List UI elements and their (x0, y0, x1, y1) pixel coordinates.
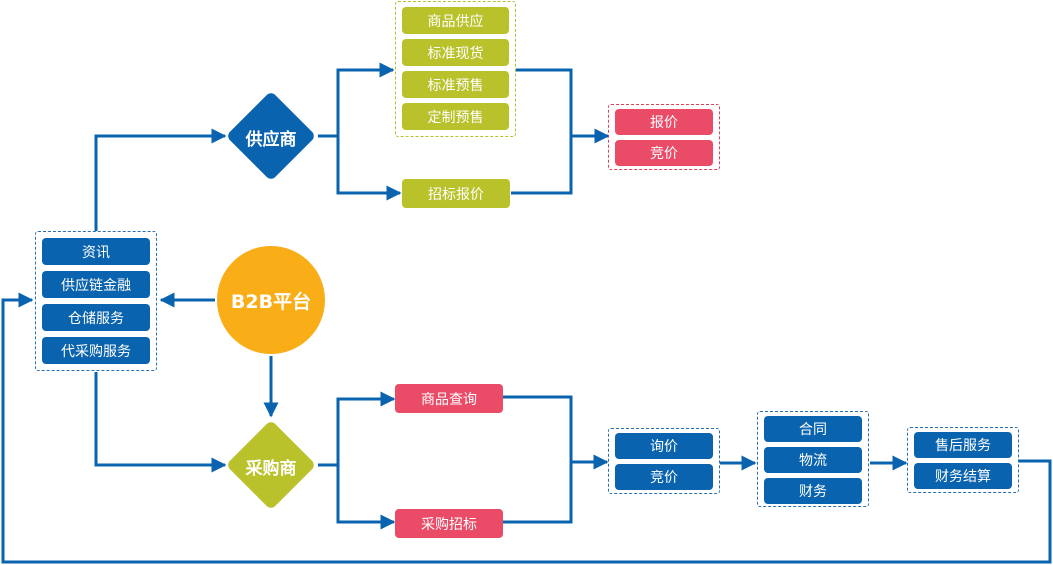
pricing-inquiry: 询价 (615, 433, 713, 459)
transaction-group: 合同 物流 财务 (757, 411, 869, 507)
line-buyer-tender (336, 465, 396, 530)
transaction-logistics: 物流 (764, 447, 862, 473)
line-services-to-buyer (94, 372, 227, 473)
line-buyer-query (318, 391, 396, 467)
supplier-label: 供应商 (245, 130, 297, 150)
line-tender-merge (511, 136, 573, 195)
pricing-bid-buyer: 竞价 (615, 464, 713, 490)
line-feedback-loop (1, 292, 1052, 564)
service-info: 资讯 (42, 238, 150, 265)
offer-product-supply: 商品供应 (402, 7, 509, 34)
line-supplier-branch (318, 62, 395, 138)
line-offers-merge (516, 68, 610, 144)
supplier-tender-bid: 招标报价 (402, 179, 510, 208)
line-supplier-tender (336, 136, 402, 201)
supplier-pricing-group: 报价 竞价 (608, 104, 720, 170)
service-warehousing: 仓储服务 (42, 304, 150, 331)
offer-standard-stock: 标准现货 (402, 39, 509, 66)
buyer-procurement-tender: 采购招标 (395, 509, 503, 538)
offer-custom-presale: 定制预售 (402, 103, 509, 130)
buyer-label: 采购商 (245, 459, 297, 479)
after-sales-service: 售后服务 (914, 432, 1012, 458)
service-procurement-agent: 代采购服务 (42, 337, 150, 364)
services-group: 资讯 供应链金融 仓储服务 代采购服务 (35, 231, 157, 371)
service-supply-chain-finance: 供应链金融 (42, 271, 150, 298)
line-tender-merge-buyer (503, 462, 573, 524)
transaction-finance: 财务 (764, 478, 862, 504)
platform-node: B2B平台 (217, 246, 325, 354)
pricing-bid: 竞价 (615, 140, 713, 166)
buyer-pricing-group: 询价 竞价 (608, 428, 720, 494)
line-services-to-supplier (94, 128, 227, 231)
transaction-contract: 合同 (764, 416, 862, 442)
supplier-offers-group: 商品供应 标准现货 标准预售 定制预售 (395, 1, 516, 137)
offer-standard-presale: 标准预售 (402, 71, 509, 98)
buyer-product-query: 商品查询 (395, 384, 503, 413)
line-query-merge (503, 395, 609, 470)
after-sales-group: 售后服务 财务结算 (907, 427, 1019, 493)
pricing-quote: 报价 (615, 109, 713, 135)
financial-settlement: 财务结算 (914, 463, 1012, 489)
